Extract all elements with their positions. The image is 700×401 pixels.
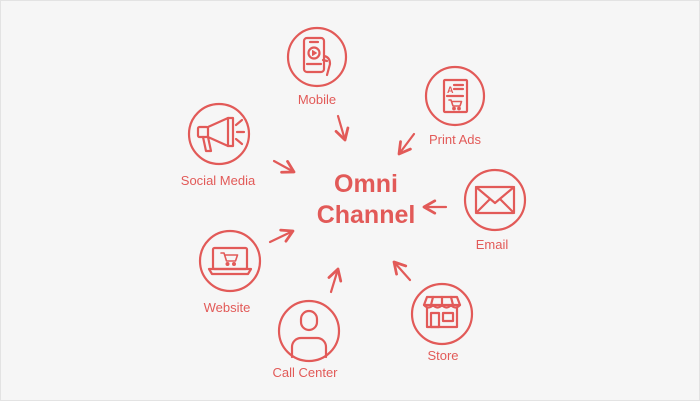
arrow-print-ads <box>397 132 416 156</box>
label-mobile: Mobile <box>297 92 337 107</box>
center-title: Omni Channel <box>317 169 416 231</box>
center-title-line1: Omni <box>334 170 398 198</box>
center-title-line2: Channel <box>316 201 416 229</box>
arrow-mobile <box>334 114 350 142</box>
print-ad-icon: A <box>424 65 486 127</box>
arrow-website <box>268 228 295 244</box>
person-icon <box>277 299 341 363</box>
label-website: Website <box>203 300 251 315</box>
label-social-media: Social Media <box>180 173 256 188</box>
label-store: Store <box>427 348 459 363</box>
arrow-social-media <box>272 159 296 174</box>
arrow-store <box>392 260 412 282</box>
label-email: Email <box>475 237 509 252</box>
envelope-icon <box>463 168 527 232</box>
megaphone-icon <box>187 102 251 166</box>
phone-hand-icon <box>286 26 348 88</box>
laptop-cart-icon <box>198 229 262 293</box>
storefront-icon <box>410 282 474 346</box>
svg-text:A: A <box>447 85 454 95</box>
arrow-call-center <box>327 267 343 294</box>
label-print-ads: Print Ads <box>428 132 482 147</box>
label-call-center: Call Center <box>272 365 338 380</box>
